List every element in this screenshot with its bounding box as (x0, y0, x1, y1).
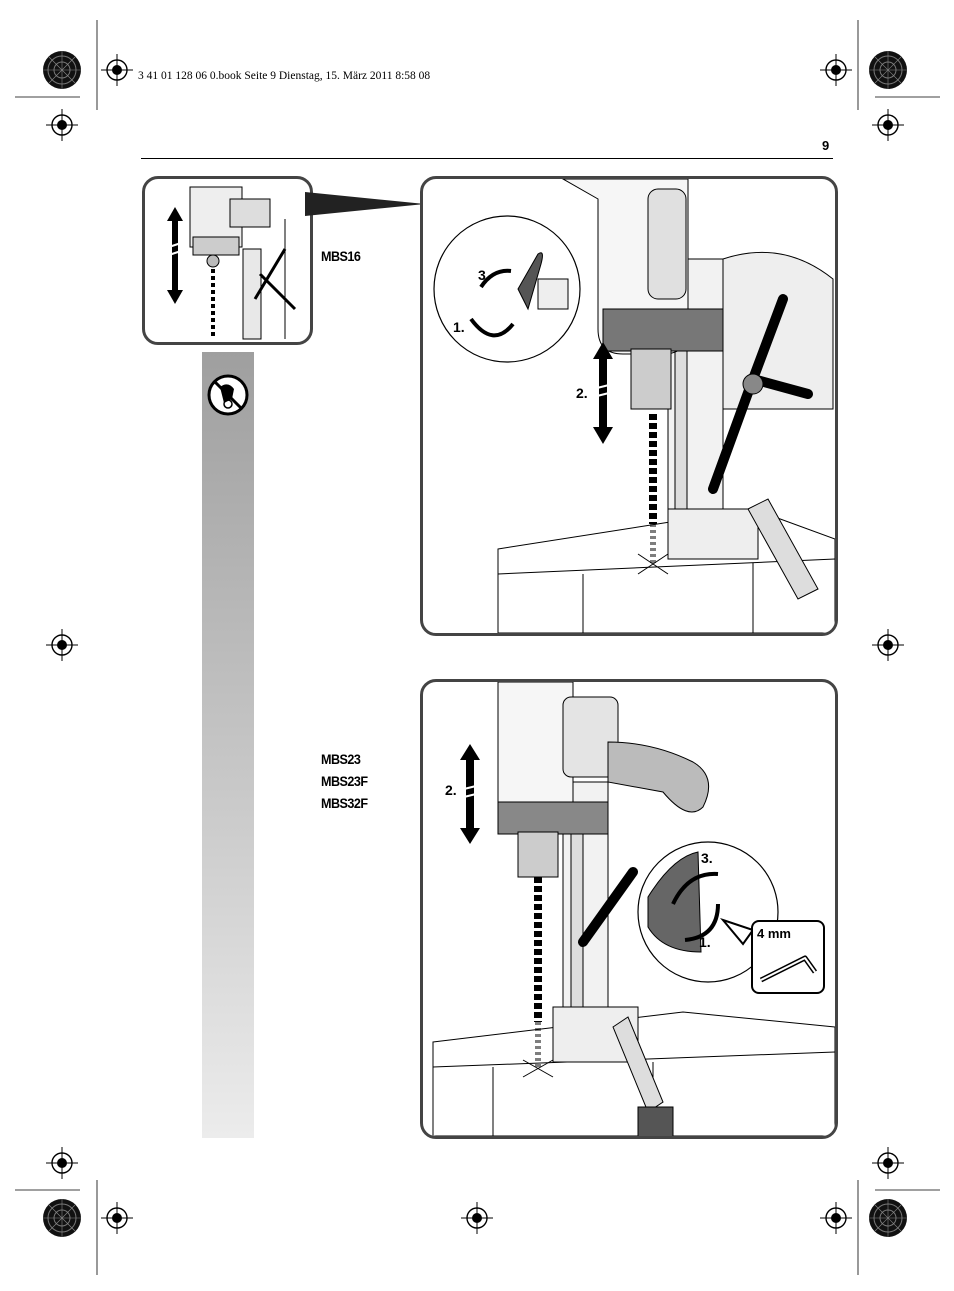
tool-size-label: 4 mm (757, 926, 791, 941)
model-label-mbs32f: MBS32F (321, 795, 368, 811)
up-down-arrow-icon (459, 744, 481, 844)
model-label-mbs23: MBS23 (321, 751, 361, 767)
top-step-1: 1. (453, 319, 465, 335)
top-step-2: 2. (576, 385, 588, 401)
bottom-figure-drawing (432, 682, 835, 1136)
allen-key-icon (759, 955, 818, 983)
side-gradient-bar (202, 352, 254, 1138)
top-figure-drawing (433, 179, 835, 633)
top-step-3: 3. (478, 267, 490, 283)
rotate-arrow-icon (671, 871, 720, 942)
print-header: 3 41 01 128 06 0.book Seite 9 Dienstag, … (138, 70, 431, 82)
header-rule (141, 158, 833, 159)
allen-key-inset: 4 mm (751, 920, 825, 994)
inset-drawing (167, 186, 297, 340)
model-label-mbs23f: MBS23F (321, 773, 368, 789)
bottom-figure-panel: 2. 3. 1. 4 mm (420, 679, 838, 1139)
up-down-arrow-icon (167, 207, 183, 304)
no-touch-warning-icon (207, 374, 249, 416)
inset-panel (142, 176, 313, 345)
bottom-step-2: 2. (445, 782, 457, 798)
page-number: 9 (822, 138, 830, 153)
callout-pointer (305, 192, 425, 216)
rotate-arrow-icon (469, 268, 515, 338)
top-figure-panel: 3. 1. 2. (420, 176, 838, 636)
model-label-mbs16: MBS16 (321, 248, 361, 264)
bottom-step-3: 3. (701, 850, 713, 866)
up-down-arrow-icon (592, 342, 614, 444)
bottom-step-1: 1. (699, 934, 711, 950)
